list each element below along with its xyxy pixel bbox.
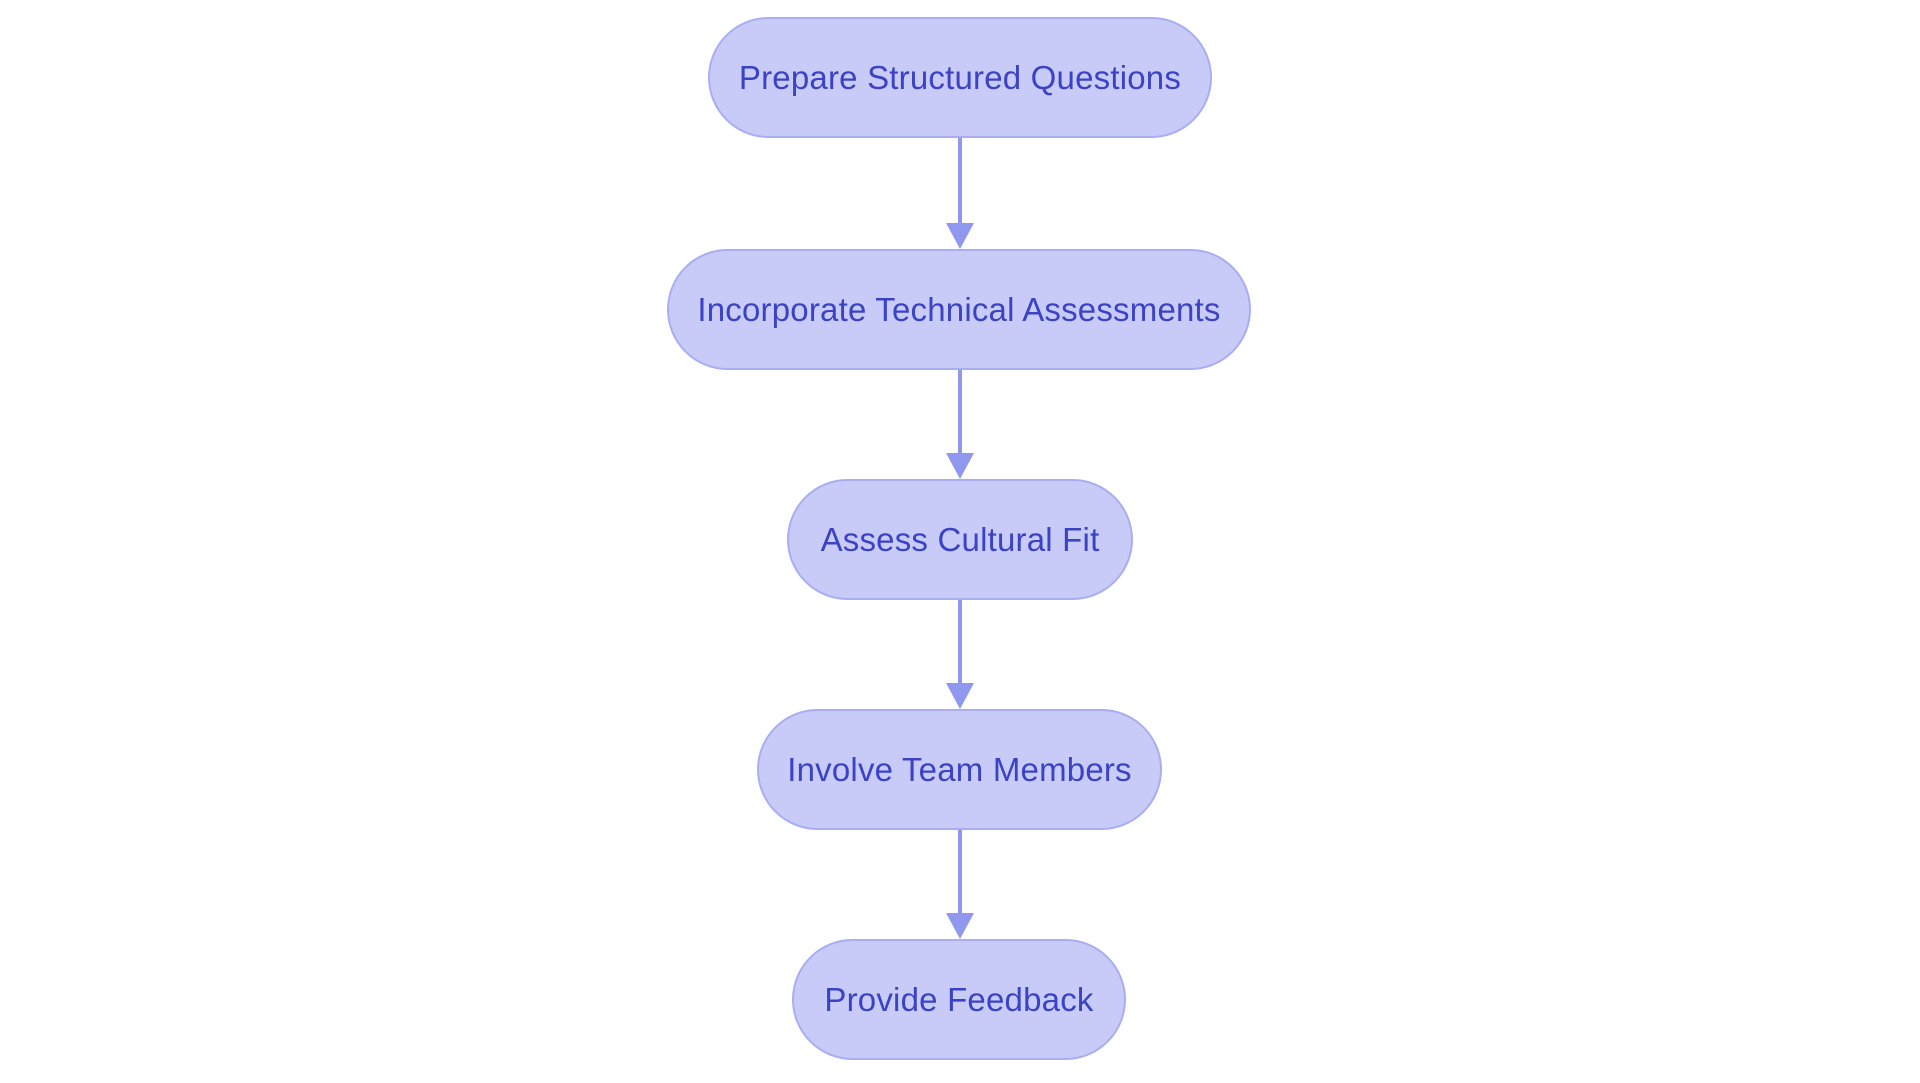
- flow-arrow-1: [945, 138, 975, 249]
- flow-arrow-2: [945, 370, 975, 479]
- node-label: Provide Feedback: [824, 980, 1094, 1018]
- flow-node-involve-team-members: Involve Team Members: [757, 709, 1162, 830]
- node-label: Incorporate Technical Assessments: [697, 290, 1221, 328]
- arrow-line: [958, 600, 962, 683]
- flow-node-prepare-structured-questions: Prepare Structured Questions: [708, 17, 1212, 138]
- flow-arrow-4: [945, 830, 975, 939]
- arrow-down-icon: [946, 223, 974, 249]
- flow-node-provide-feedback: Provide Feedback: [792, 939, 1126, 1060]
- arrow-down-icon: [946, 913, 974, 939]
- flow-arrow-3: [945, 600, 975, 709]
- arrow-line: [958, 138, 962, 223]
- node-label: Assess Cultural Fit: [820, 520, 1100, 558]
- node-label: Involve Team Members: [787, 750, 1132, 788]
- arrow-line: [958, 830, 962, 913]
- flow-node-assess-cultural-fit: Assess Cultural Fit: [787, 479, 1133, 600]
- flow-node-incorporate-technical-assessments: Incorporate Technical Assessments: [667, 249, 1251, 370]
- arrow-line: [958, 370, 962, 453]
- arrow-down-icon: [946, 453, 974, 479]
- arrow-down-icon: [946, 683, 974, 709]
- node-label: Prepare Structured Questions: [738, 58, 1182, 96]
